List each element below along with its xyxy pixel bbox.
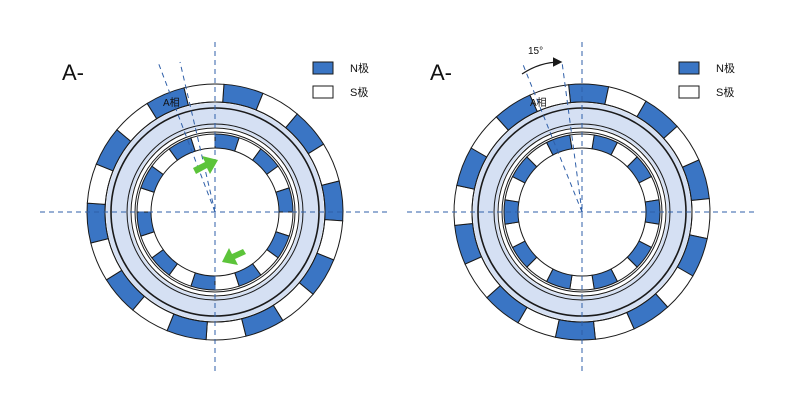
right-legend-s-label: S极: [716, 85, 734, 99]
right-angle-arc-arrow: [521, 57, 563, 75]
right-phase-label: A相: [530, 96, 547, 109]
left-green-arrow-lower: [222, 248, 246, 265]
right-legend-n-label: N极: [716, 61, 735, 75]
right-angle-label: 15°: [528, 46, 543, 57]
left-motor: [40, 42, 390, 372]
left-rotor-pole: [214, 272, 240, 291]
left-phase-label: A相: [163, 96, 180, 109]
left-legend-n-swatch: [312, 61, 334, 75]
right-motor: [407, 42, 757, 372]
right-stator-pole: [554, 319, 596, 341]
right-stator-pole: [453, 184, 475, 226]
left-legend-s-swatch: [312, 85, 334, 99]
left-legend-s-label: S极: [350, 85, 368, 99]
left-rotor-pole: [275, 187, 294, 213]
right-stator-pole: [568, 83, 610, 105]
right-phase-line: [561, 61, 583, 213]
right-legend-n-swatch: [678, 61, 700, 75]
right-legend: N极 S极: [678, 61, 735, 99]
right-title: A-: [430, 60, 452, 85]
left-legend-n-label: N极: [350, 61, 369, 75]
right-legend-s-swatch: [678, 85, 700, 99]
left-green-arrow-upper: [193, 156, 218, 174]
right-stator-pole: [689, 198, 711, 240]
left-legend: N极 S极: [312, 61, 369, 99]
left-title: A-: [62, 60, 84, 85]
left-rotor-pole: [136, 211, 155, 237]
left-phase-line: [179, 61, 216, 213]
left-rotor-pole: [190, 133, 216, 152]
